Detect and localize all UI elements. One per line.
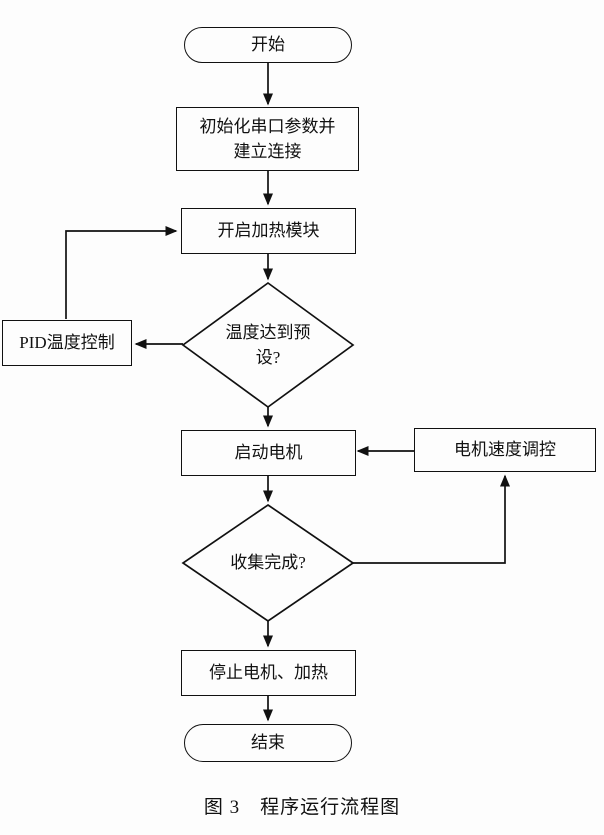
flow-node-temp-decision-label: 温度达到预 设? xyxy=(225,322,311,368)
flow-node-start: 开始 xyxy=(184,27,352,63)
flow-node-heating-module: 开启加热模块 xyxy=(181,208,356,254)
arrow-collect-decision-to-speed xyxy=(353,474,510,564)
flow-node-motor-speed-control: 电机速度调控 xyxy=(414,428,596,472)
collect-decision-diamond xyxy=(181,503,355,623)
flow-node-collect-decision-label: 收集完成? xyxy=(230,553,306,573)
flow-node-init-serial: 初始化串口参数并 建立连接 xyxy=(176,107,359,171)
arrow-pid-loop-to-heat xyxy=(65,226,178,319)
temp-decision-diamond xyxy=(181,281,355,409)
flow-node-pid-control: PID温度控制 xyxy=(2,320,132,366)
flow-node-stop-motor-heating: 停止电机、加热 xyxy=(181,650,356,696)
flow-node-end: 结束 xyxy=(184,724,352,762)
flow-node-start-motor: 启动电机 xyxy=(181,430,356,476)
figure-caption: 图 3 程序运行流程图 xyxy=(203,797,401,818)
